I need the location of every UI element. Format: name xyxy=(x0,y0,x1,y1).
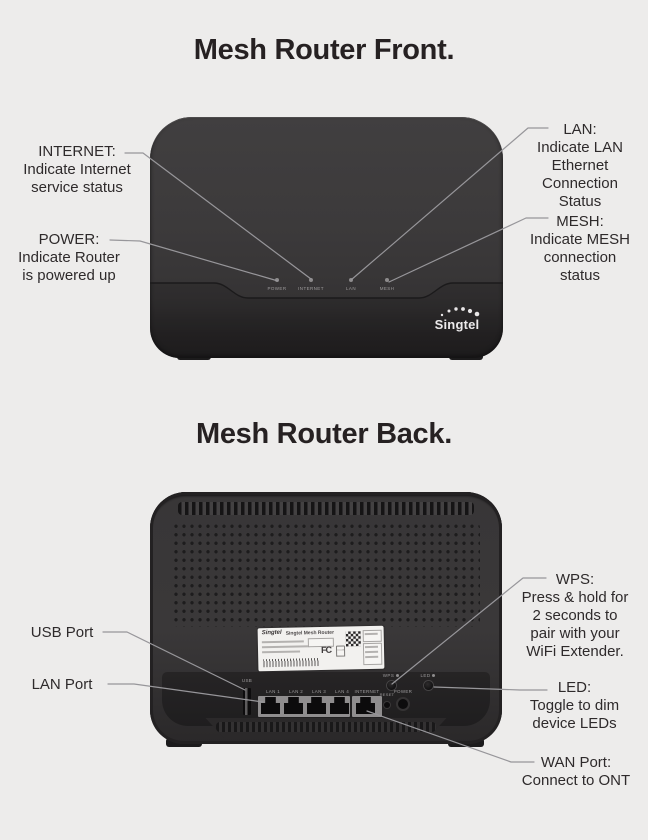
callout-lan: LAN: Indicate LAN Ethernet Connection St… xyxy=(510,121,648,211)
front-bezel-curve xyxy=(150,282,503,358)
callout-power: POWER: Indicate Router is powered up xyxy=(0,231,138,285)
callout-wps-line: 2 seconds to xyxy=(532,607,618,624)
callout-mesh-line: Indicate MESH xyxy=(529,231,631,248)
callout-wps-line: WiFi Extender. xyxy=(526,643,624,660)
mesh-led xyxy=(385,278,389,282)
lan1-port xyxy=(261,697,280,714)
callout-mesh-title: MESH: xyxy=(556,213,604,230)
callout-internet: INTERNET: Indicate Internet service stat… xyxy=(8,143,146,197)
router-back-view: Singtel Singtel Mesh Router FC USB LAN 1… xyxy=(150,492,502,744)
callout-power-title: POWER: xyxy=(38,231,100,248)
lan3-label: LAN 3 xyxy=(311,689,326,694)
sticker-qr-code xyxy=(345,631,361,647)
front-section-title: Mesh Router Front. xyxy=(193,34,455,66)
internet-port-label: INTERNET xyxy=(354,689,380,694)
callout-led-line: device LEDs xyxy=(532,715,617,732)
internet-led xyxy=(309,278,313,282)
callout-power-line: is powered up xyxy=(22,267,116,284)
callout-internet-title: INTERNET: xyxy=(38,143,116,160)
sticker-info-box xyxy=(362,629,382,643)
router-stand-groove xyxy=(216,722,436,732)
usb-port-label: USB xyxy=(241,678,253,683)
lan-port-base xyxy=(258,696,350,717)
callout-power-line: Indicate Router xyxy=(18,249,120,266)
sticker-text-line xyxy=(261,645,310,649)
wps-button-label: WPS xyxy=(374,673,408,678)
led-button-label: LED xyxy=(411,673,445,678)
callout-usb-title: USB Port xyxy=(30,624,94,641)
reset-label: RESET xyxy=(379,692,395,697)
callout-wan-title: WAN Port: xyxy=(540,754,612,771)
callout-lan-line: Status xyxy=(558,193,602,210)
fcc-mark: FC xyxy=(320,644,332,655)
callout-led-line: Toggle to dim xyxy=(529,697,620,714)
callout-wps-title: WPS: xyxy=(555,571,595,588)
callout-lan-line: Connection xyxy=(542,175,618,192)
callout-internet-line: service status xyxy=(31,179,123,196)
sticker-product-name: Singtel Mesh Router xyxy=(285,629,335,637)
callout-wps-line: pair with your xyxy=(530,625,620,642)
singtel-logo-dots-icon xyxy=(440,307,480,317)
reset-button xyxy=(384,702,390,708)
lan4-port xyxy=(330,697,349,714)
callout-lan-title: LAN: xyxy=(563,121,597,138)
sticker-text-line xyxy=(365,655,379,659)
lan2-port xyxy=(284,697,303,714)
product-label-sticker: Singtel Singtel Mesh Router FC xyxy=(257,625,385,672)
callout-wan-line: Connect to ONT xyxy=(521,772,631,789)
sticker-text-line xyxy=(261,640,304,644)
sticker-barcode xyxy=(263,658,320,668)
sticker-text-line xyxy=(364,645,378,649)
lan3-port xyxy=(307,697,326,714)
sticker-brand: Singtel xyxy=(261,629,282,637)
callout-wan-port: WAN Port: Connect to ONT xyxy=(486,754,648,790)
sticker-text-line xyxy=(365,650,379,654)
wps-button xyxy=(387,681,396,690)
led-button xyxy=(424,681,433,690)
power-led xyxy=(275,278,279,282)
sticker-text-line xyxy=(364,632,378,636)
lan2-label: LAN 2 xyxy=(288,689,303,694)
top-vent-slits xyxy=(178,502,474,515)
internet-wan-port xyxy=(356,697,375,714)
power-jack xyxy=(396,697,410,711)
lan-led xyxy=(349,278,353,282)
ventilation-grid xyxy=(172,522,480,627)
power-jack-label: POWER xyxy=(393,689,413,694)
weee-bin-icon xyxy=(335,645,346,657)
callout-lan-line: Indicate LAN xyxy=(537,139,623,156)
callout-mesh-line: connection xyxy=(543,249,617,266)
callout-mesh: MESH: Indicate MESH connection status xyxy=(510,213,648,285)
internet-led-label: INTERNET xyxy=(298,286,324,291)
callout-usb-port: USB Port xyxy=(26,624,98,642)
callout-mesh-line: status xyxy=(559,267,601,284)
lan4-label: LAN 4 xyxy=(334,689,349,694)
callout-led-title: LED: xyxy=(557,679,592,696)
callout-internet-line: Indicate Internet xyxy=(23,161,131,178)
usb-port xyxy=(243,688,251,715)
callout-wps: WPS: Press & hold for 2 seconds to pair … xyxy=(505,571,645,661)
lan1-label: LAN 1 xyxy=(265,689,280,694)
callout-lanport-title: LAN Port xyxy=(31,676,93,693)
lan-led-label: LAN xyxy=(346,286,356,291)
sticker-text-line xyxy=(262,650,301,654)
power-led-label: POWER xyxy=(267,286,287,291)
singtel-logo: Singtel xyxy=(422,306,492,338)
singtel-logo-text: Singtel xyxy=(434,317,480,332)
callout-led: LED: Toggle to dim device LEDs xyxy=(507,679,642,733)
callout-lan-port: LAN Port xyxy=(26,676,98,694)
callout-wps-line: Press & hold for xyxy=(521,589,629,606)
router-front-view: POWER INTERNET LAN MESH Singtel xyxy=(150,117,503,358)
back-section-title: Mesh Router Back. xyxy=(196,418,452,450)
mesh-led-label: MESH xyxy=(379,286,395,291)
callout-lan-line: Ethernet xyxy=(551,157,609,174)
